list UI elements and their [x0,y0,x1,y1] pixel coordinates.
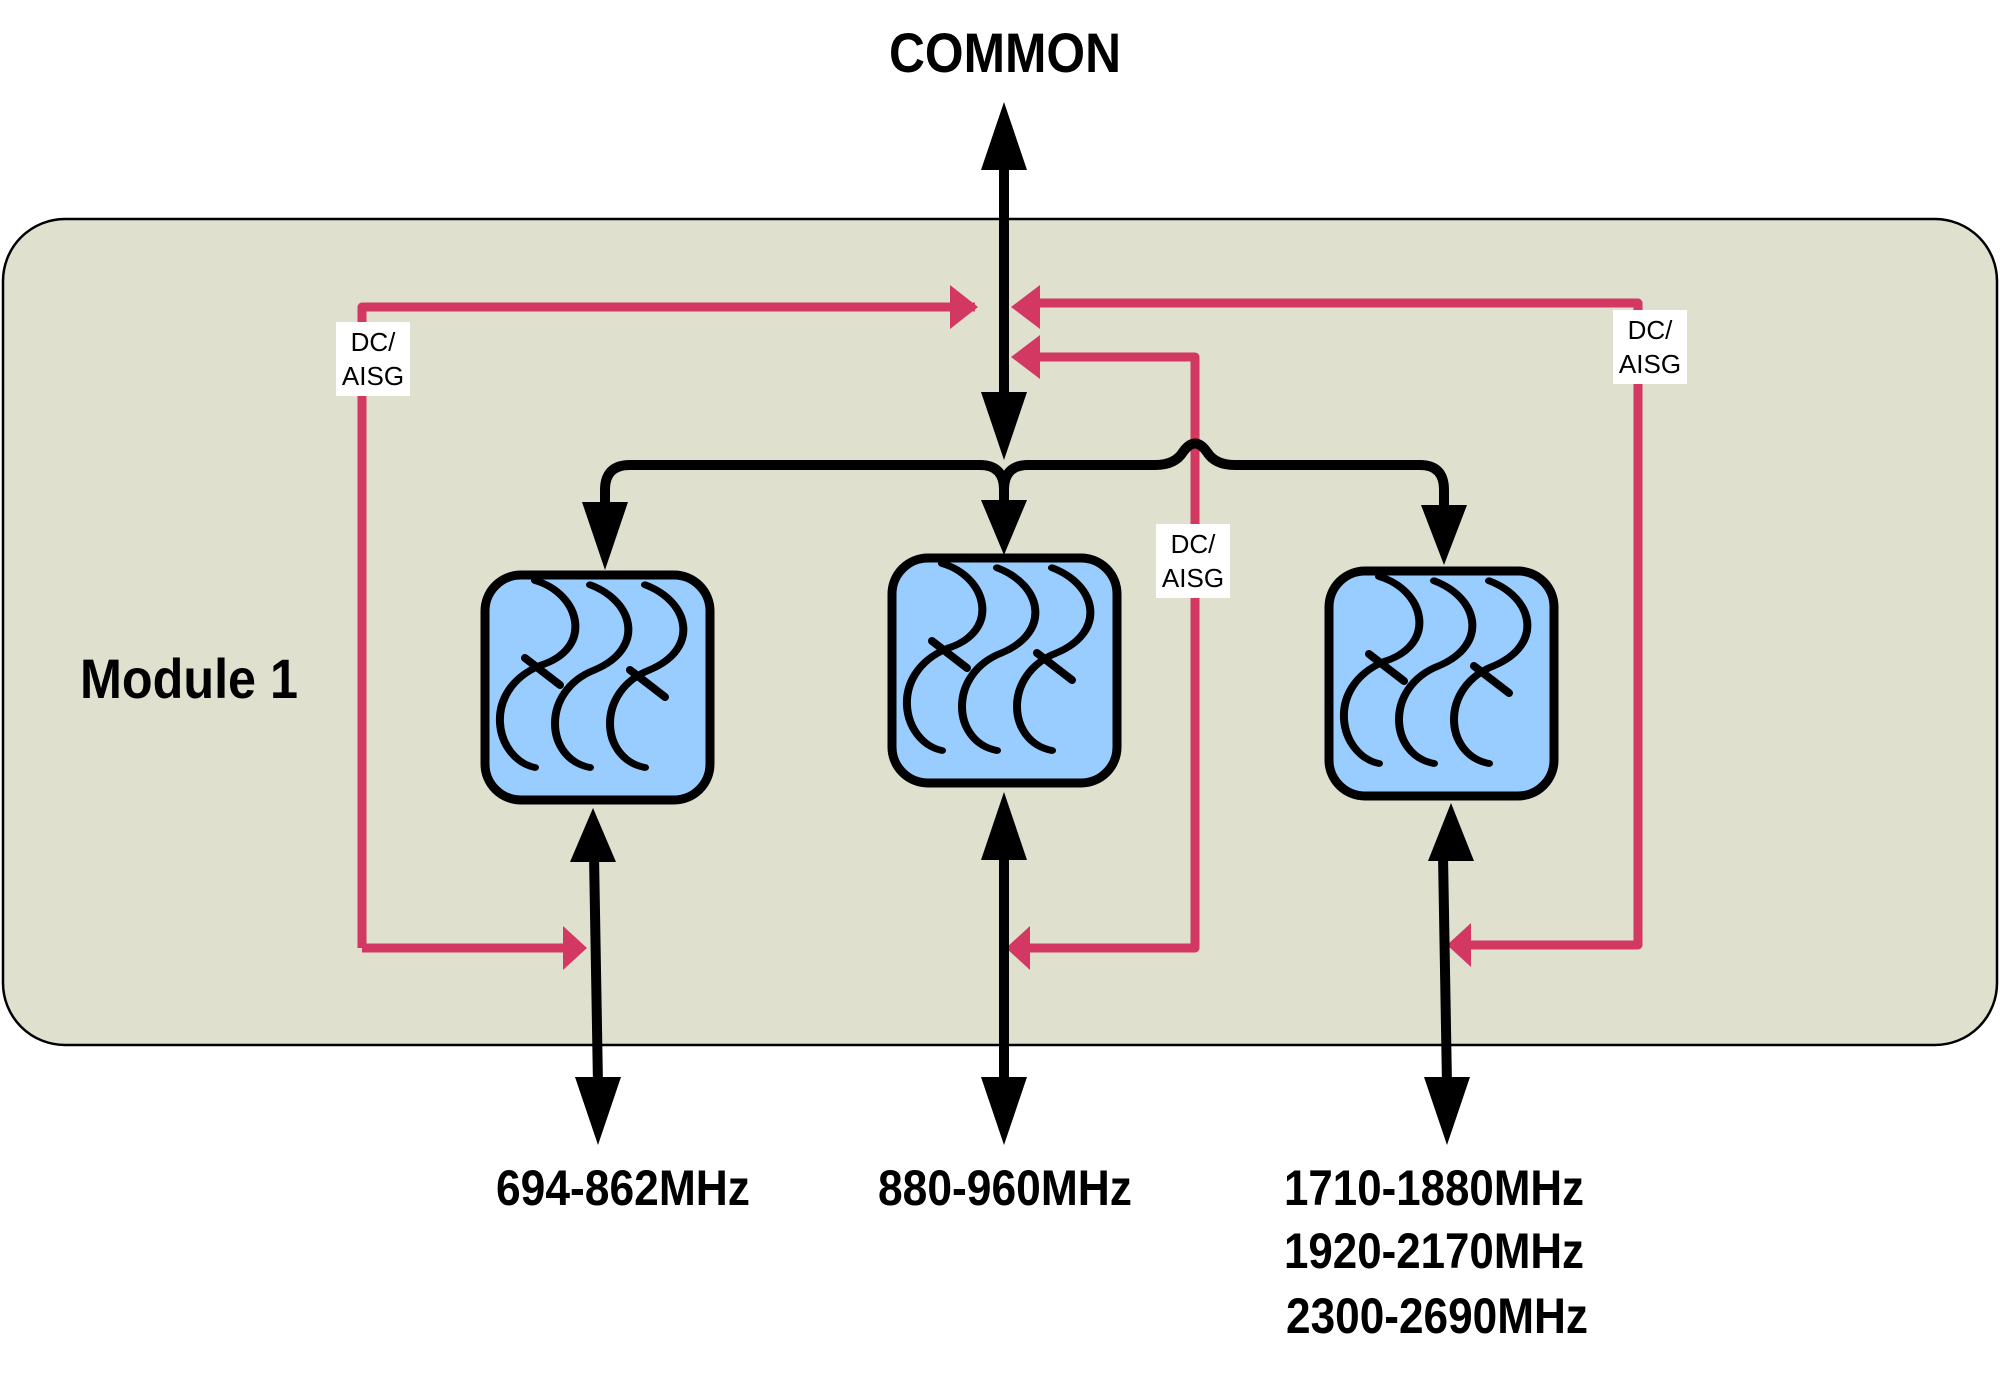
rf-lines [589,160,1452,1086]
dc-arrow-left-bottom [563,926,587,970]
arrow-mid-in [981,500,1027,555]
arrow-low-in [582,502,628,570]
dc-arrow-mid-bottom [1006,926,1030,970]
arrow-port-mid [981,1077,1027,1145]
port-label-high-3: 2300-2690MHz [1286,1288,1588,1344]
arrow-port-high [1424,1077,1470,1145]
rf-arrowheads [570,102,1474,1145]
dc-arrow-right-bottom [1447,923,1471,967]
port-label-high-2: 1920-2170MHz [1284,1223,1584,1279]
dc-line-right-top [1028,298,1643,950]
svg-text:DC/: DC/ [1628,315,1674,345]
module-label: Module 1 [80,647,298,710]
splitter-bus [600,438,1449,505]
port-label-high-1: 1710-1880MHz [1284,1160,1584,1216]
dc-tag-left: DC/ AISG [336,322,410,396]
dc-arrow-right-top [1011,285,1040,329]
svg-text:DC/: DC/ [1171,529,1217,559]
dc-lines [357,298,1643,953]
arrow-mid-out [981,792,1027,860]
port-line-low [589,854,603,1086]
svg-text:AISG: AISG [342,361,404,391]
filter-mid [887,553,1122,788]
svg-text:DC/: DC/ [351,327,397,357]
dc-line-left [357,302,975,948]
port-label-low: 694-862MHz [496,1160,750,1216]
filter-low [480,570,715,805]
dc-arrow-left-top [950,285,978,329]
dc-line-mid [1028,352,1200,953]
arrow-low-out [570,808,616,862]
arrow-high-out [1428,803,1474,861]
port-line-high [1438,854,1452,1086]
dc-tag-mid: DC/ AISG [1156,524,1230,598]
dc-arrowheads [563,285,1471,970]
filter-high [1324,566,1559,801]
svg-text:AISG: AISG [1619,349,1681,379]
dc-tag-right: DC/ AISG [1613,310,1687,384]
dc-arrow-mid-top [1011,335,1040,379]
arrow-high-in [1421,505,1467,565]
port-label-mid: 880-960MHz [878,1160,1132,1216]
arrow-common-down [981,392,1027,460]
common-label: COMMON [889,21,1121,84]
arrow-common-up [981,102,1027,170]
svg-text:AISG: AISG [1162,563,1224,593]
arrow-port-low [575,1077,621,1145]
